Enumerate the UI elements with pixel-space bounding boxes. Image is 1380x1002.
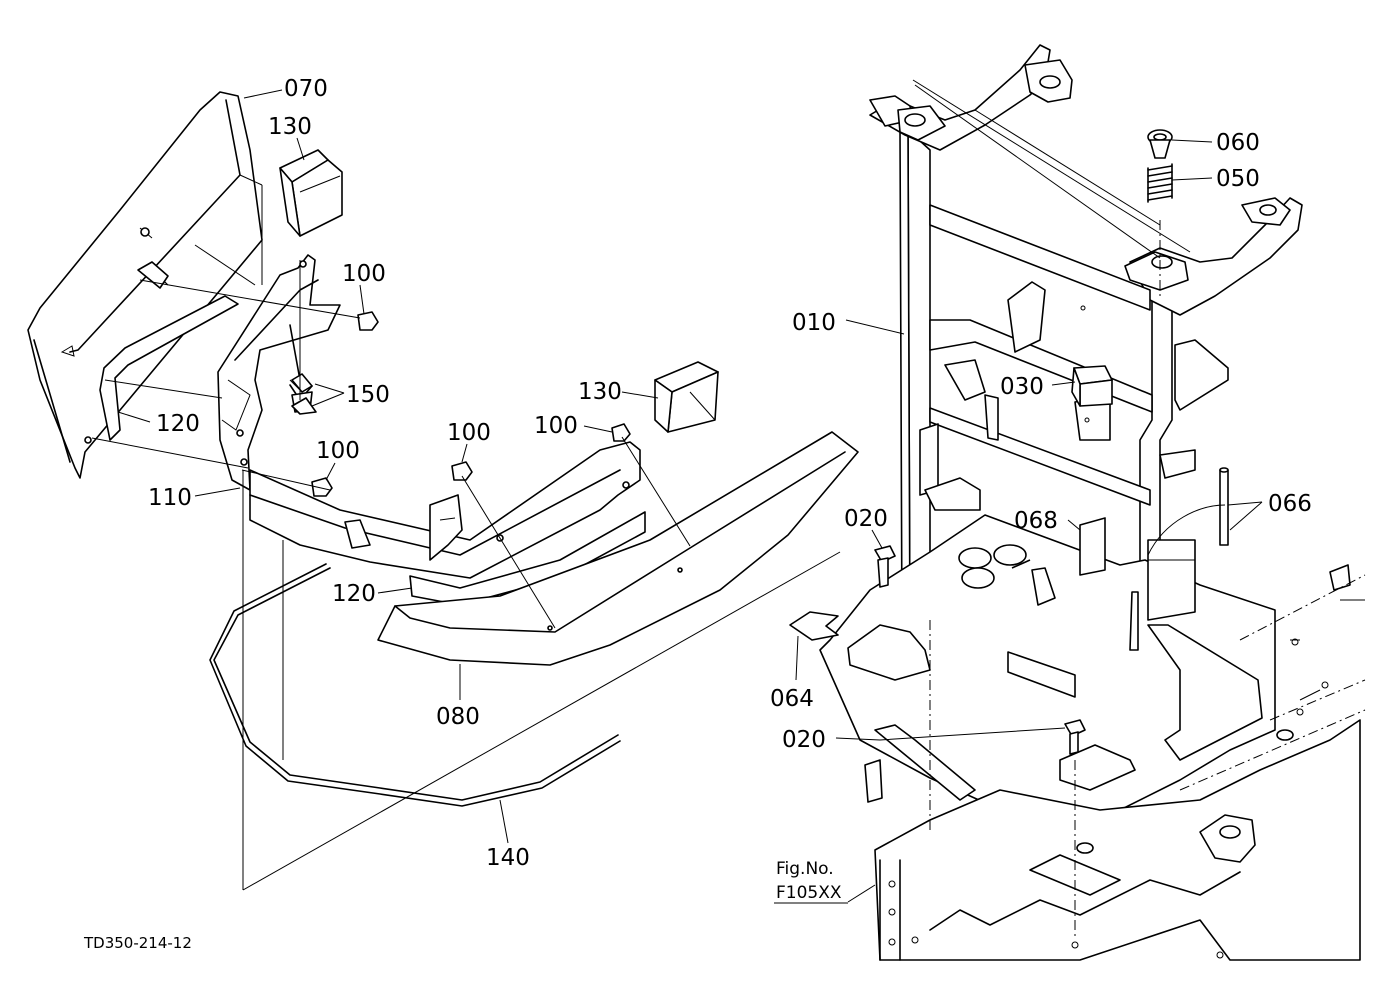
callout-066: 066	[1268, 491, 1312, 517]
frame-010	[869, 44, 1303, 771]
spring-050	[1147, 163, 1173, 203]
pin-066	[1219, 467, 1229, 546]
callout-120-lower: 120	[332, 581, 376, 607]
callout-010: 010	[792, 310, 836, 336]
cap-060	[1147, 129, 1173, 159]
callout-130-upper: 130	[268, 114, 312, 140]
callout-120-left: 120	[156, 411, 200, 437]
callout-100-middle: 100	[316, 438, 360, 464]
leader-lines	[117, 89, 1263, 904]
block-130-right	[654, 361, 719, 433]
callout-020-lower: 020	[782, 727, 826, 753]
post-lower-bracket	[1129, 539, 1196, 651]
figure-ref-label: Fig.No.	[776, 859, 834, 879]
sleeve-068	[1079, 504, 1226, 576]
callout-130-right: 130	[578, 379, 622, 405]
callout-110: 110	[148, 485, 192, 511]
callout-060: 060	[1216, 130, 1260, 156]
block-130-upper	[279, 149, 343, 237]
nut-100-a	[357, 311, 379, 331]
block-030	[1071, 365, 1113, 407]
callout-080: 080	[436, 704, 480, 730]
reference-lines-right	[912, 79, 1366, 940]
callout-100-right: 100	[534, 413, 578, 439]
bolt-020-lower	[1064, 719, 1086, 755]
reference-lines-left	[91, 174, 841, 891]
callout-020-upper: 020	[844, 506, 888, 532]
front-lower-panel	[249, 441, 641, 579]
nut-100-d	[611, 423, 631, 442]
callout-030: 030	[1000, 374, 1044, 400]
callout-100-upper: 100	[342, 261, 386, 287]
frame-crossmembers	[919, 204, 1229, 511]
figure-ref-number: F105XX	[776, 883, 842, 903]
nut-100-c	[451, 461, 473, 481]
callout-150: 150	[346, 382, 390, 408]
plate-064	[789, 611, 839, 641]
callout-070: 070	[284, 76, 328, 102]
front-guard-080	[377, 431, 859, 666]
side-cover-070	[27, 91, 263, 479]
callout-064: 064	[770, 686, 814, 712]
bolt-020-upper	[874, 545, 896, 588]
seal-strip-120-left	[99, 295, 239, 441]
nut-100-b	[311, 477, 333, 497]
drawing-code: TD350-214-12	[83, 934, 192, 952]
callout-068: 068	[1014, 508, 1058, 534]
callout-140: 140	[486, 845, 530, 871]
callout-100-center: 100	[447, 420, 491, 446]
rod-140	[209, 563, 621, 807]
callout-050: 050	[1216, 166, 1260, 192]
